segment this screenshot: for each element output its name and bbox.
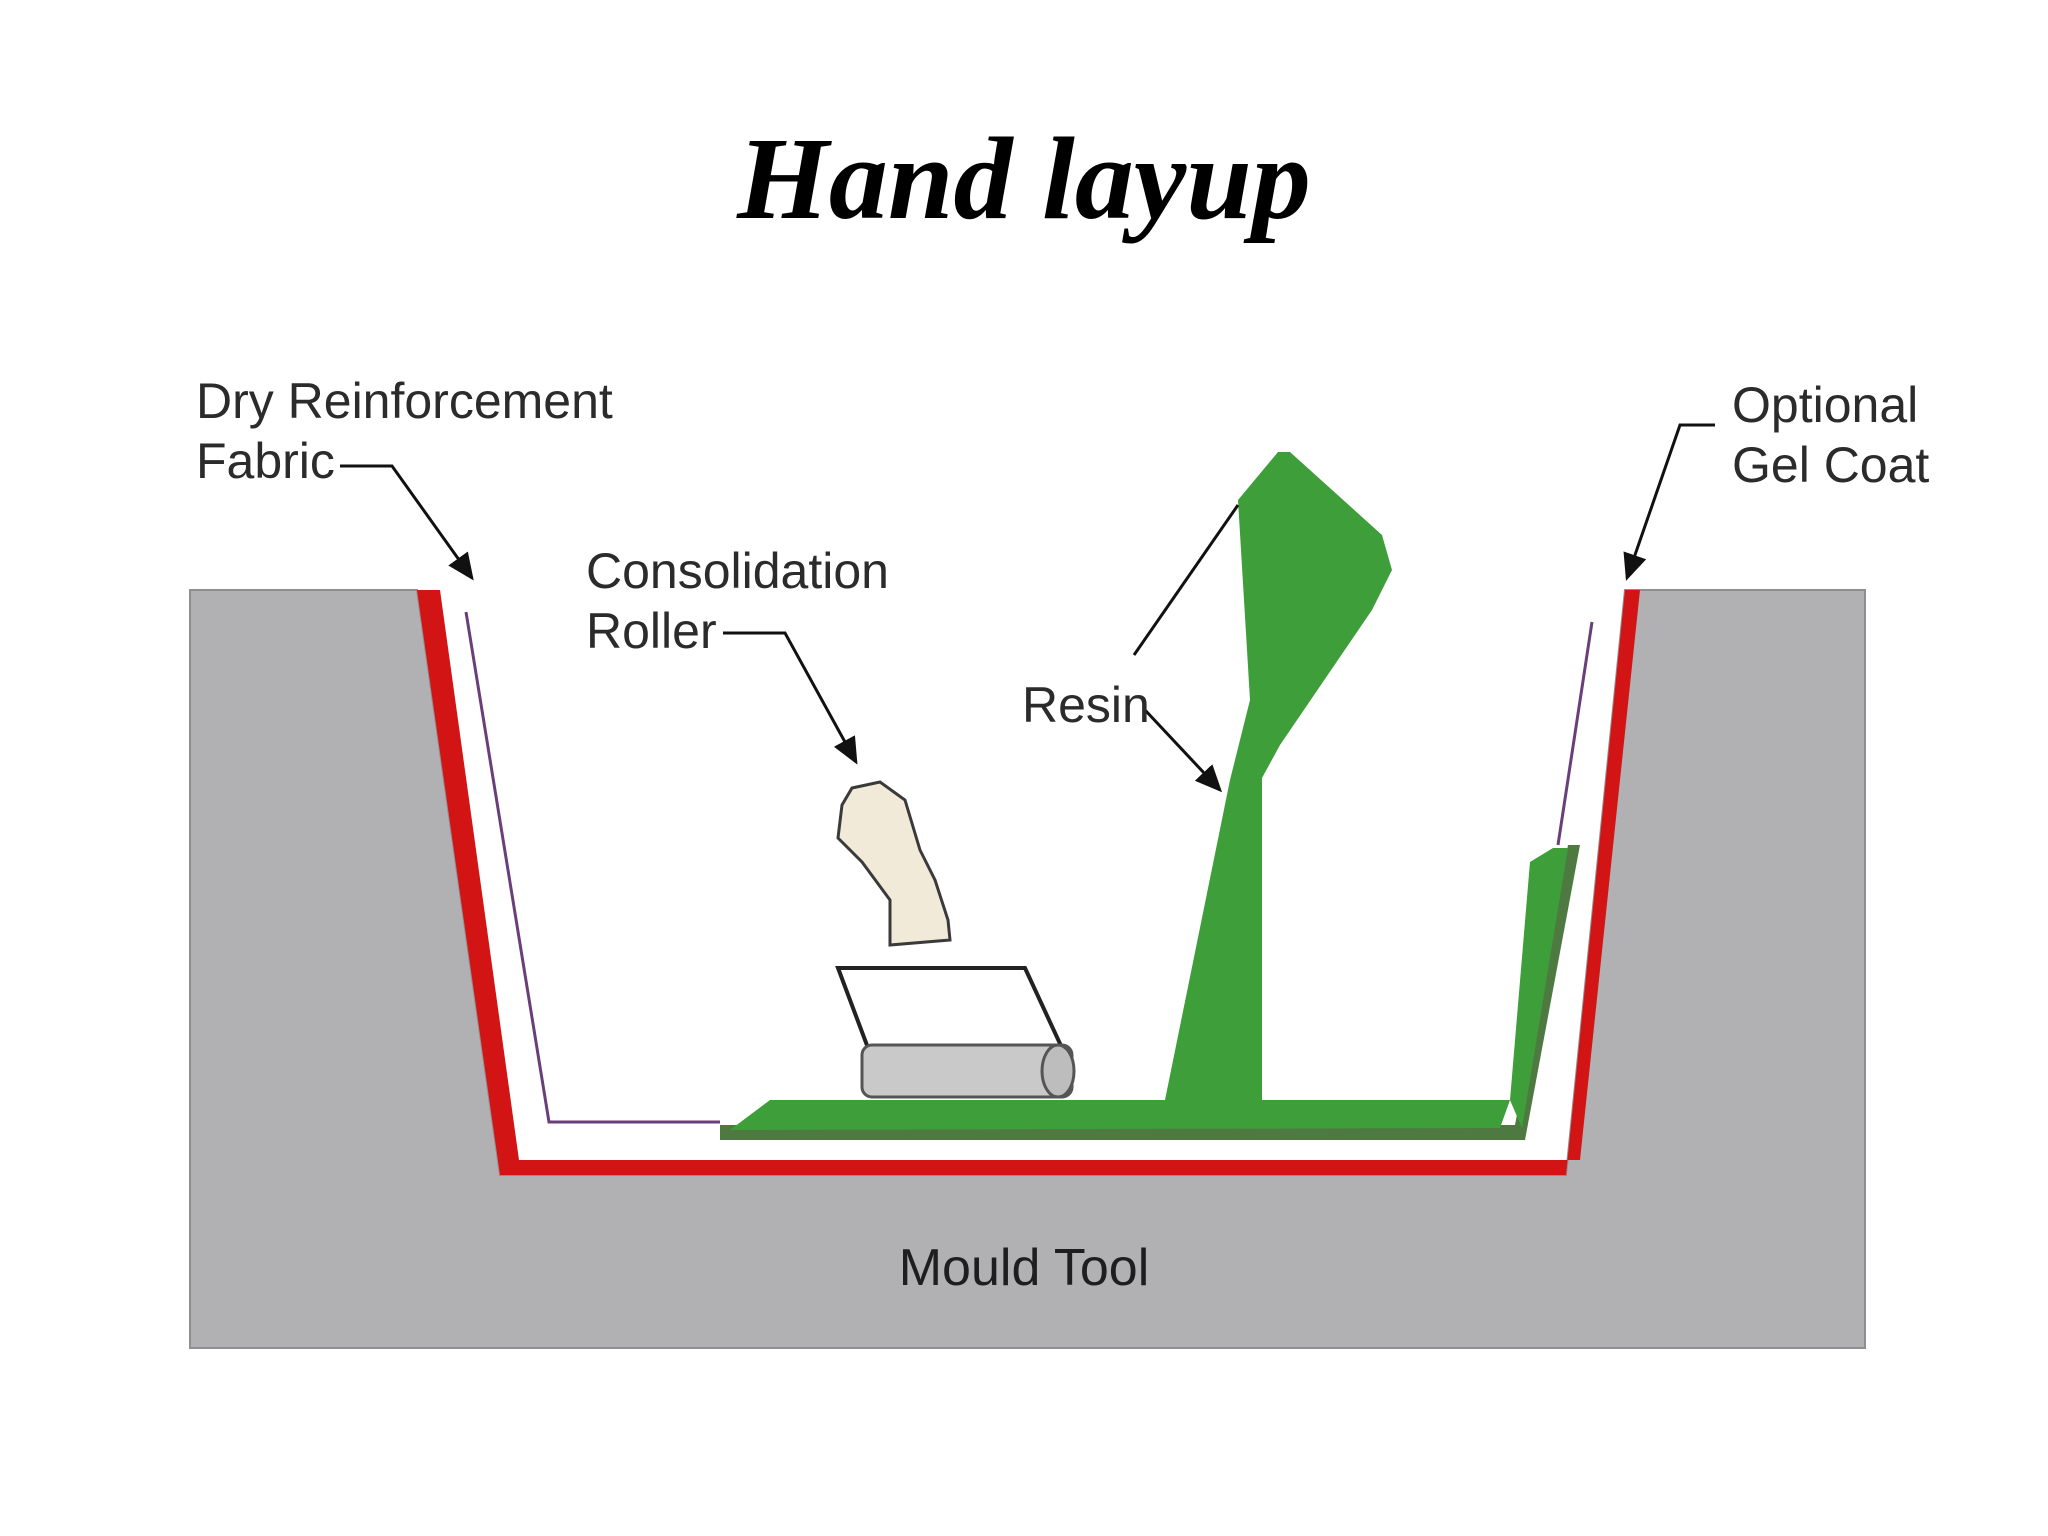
dry-fabric-arrow <box>340 464 474 581</box>
label-gel-coat-1: Optional <box>1732 377 1918 433</box>
page-title: Hand layup <box>737 113 1311 244</box>
label-gel-coat-2: Gel Coat <box>1732 437 1929 493</box>
consolidation-roller <box>835 780 1076 1099</box>
label-resin: Resin <box>1022 677 1150 733</box>
resin-arrow-down <box>1143 708 1223 793</box>
label-dry-fabric-2: Fabric <box>196 433 335 489</box>
label-roller-1: Consolidation <box>586 543 889 599</box>
resin-right-wall <box>1510 848 1568 1128</box>
roller-arrow <box>723 631 858 765</box>
roller-end-cap <box>1040 1043 1076 1099</box>
resin-arrow-up <box>1132 504 1240 656</box>
roller-handle <box>836 780 952 947</box>
gel-coat-arrow <box>1623 423 1715 581</box>
roller-frame <box>835 966 1066 1050</box>
resin-spread <box>730 1100 1510 1130</box>
label-roller-2: Roller <box>586 603 717 659</box>
label-mould-tool: Mould Tool <box>899 1239 1150 1297</box>
resin-container <box>1165 452 1392 1100</box>
dry-fabric-line-right <box>1556 621 1594 846</box>
label-dry-fabric-1: Dry Reinforcement <box>196 373 613 429</box>
dry-fabric-line <box>464 611 720 1124</box>
